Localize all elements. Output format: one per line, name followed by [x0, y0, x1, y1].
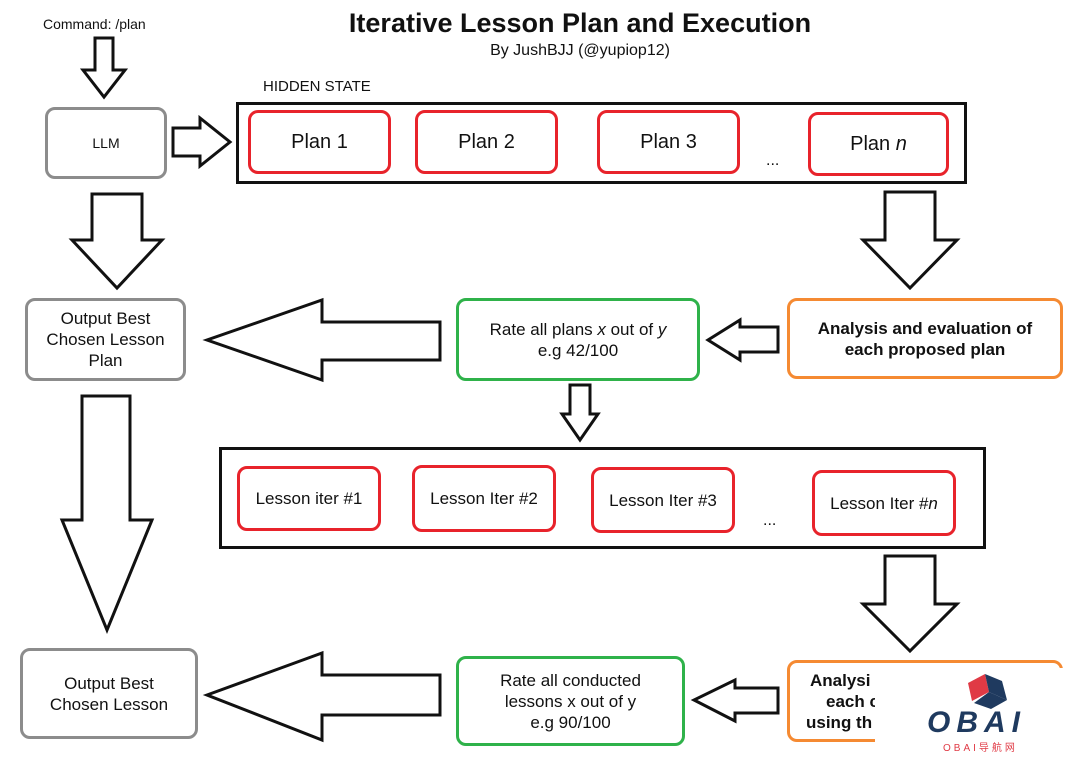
- output-lesson-line: Output Best: [64, 673, 154, 693]
- analysis-line: each proposed plan: [844, 339, 1006, 359]
- rate-plans-line1: Rate all plans x out of y: [490, 319, 667, 340]
- analysis-line: Analysis and evaluation of: [817, 318, 1033, 338]
- watermark-text: OBAI: [927, 706, 1026, 739]
- lesson-label: Lesson Iter #2: [430, 489, 538, 508]
- arrow-down-hidden: [859, 190, 961, 291]
- arrow-left-rate-plans: [705, 317, 780, 363]
- rate-plans-line2: e.g 42/100: [537, 340, 619, 360]
- var-x: x: [597, 319, 606, 339]
- lesson-label: Lesson Iter #: [830, 493, 929, 513]
- hidden-state-label: HIDDEN STATE: [263, 78, 371, 95]
- plan-label: Plan: [850, 132, 896, 155]
- plans-ellipsis: ...: [766, 152, 780, 169]
- output-plan-line: Plan: [88, 351, 123, 370]
- arrow-left-output-plan: [202, 297, 442, 383]
- rate-lessons-line: e.g 90/100: [530, 712, 611, 732]
- plan-label: Plan 2: [458, 130, 515, 153]
- plan-label: Plan 3: [640, 130, 697, 153]
- llm-label: LLM: [92, 134, 120, 151]
- analysis-line: using th: [806, 712, 873, 732]
- arrow-right-llm: [171, 114, 233, 170]
- lessons-container: [219, 447, 986, 549]
- arrow-down-output-plan: [59, 394, 155, 634]
- lesson-box: Lesson Iter #2: [412, 465, 556, 532]
- lesson-label: Lesson iter #1: [255, 489, 363, 508]
- plan-n-variable: n: [895, 132, 907, 155]
- analysis-line: Analysi: [810, 670, 871, 690]
- lesson-box-n: Lesson Iter #n: [812, 470, 956, 536]
- llm-box: LLM: [45, 107, 167, 179]
- cube-logo-icon: [968, 674, 1007, 709]
- lessons-ellipsis: ...: [763, 512, 777, 529]
- output-plan-box: Output Best Chosen Lesson Plan: [25, 298, 186, 381]
- rate-lessons-box: Rate all conducted lessons x out of y e.…: [456, 656, 685, 746]
- analysis-line: each c: [826, 691, 879, 711]
- plan-label: Plan 1: [291, 130, 348, 153]
- analysis-plans-box: Analysis and evaluation of each proposed…: [787, 298, 1063, 379]
- text: out of: [605, 319, 658, 339]
- output-plan-line: Output Best: [60, 309, 151, 328]
- var-y: y: [657, 319, 667, 339]
- arrow-down-command: [79, 36, 129, 100]
- plan-box-n: Plan n: [808, 112, 949, 176]
- arrow-left-rate-lessons: [690, 677, 780, 724]
- arrow-down-llm: [68, 192, 166, 291]
- rate-lessons-line: lessons x out of y: [504, 691, 637, 711]
- arrow-down-rate: [559, 383, 601, 443]
- rate-lessons-line: Rate all conducted: [500, 670, 641, 690]
- text: Rate all plans: [489, 319, 598, 339]
- plan-box: Plan 3: [597, 110, 740, 174]
- arrow-left-output-lesson: [202, 650, 442, 743]
- rate-plans-box: Rate all plans x out of y e.g 42/100: [456, 298, 700, 381]
- diagram-title: Iterative Lesson Plan and Execution: [348, 8, 812, 38]
- arrow-down-lessons: [859, 554, 961, 654]
- watermark-logo: OBAI OBAI导航网: [875, 668, 1080, 759]
- output-lesson-box: Output Best Chosen Lesson: [20, 648, 198, 739]
- output-lesson-line: Chosen Lesson: [49, 694, 169, 714]
- hidden-state-container: [236, 102, 967, 184]
- lesson-box: Lesson iter #1: [237, 466, 381, 531]
- lesson-label: Lesson Iter #3: [609, 490, 717, 510]
- lesson-n-variable: n: [928, 493, 938, 513]
- command-label: Command: /plan: [43, 16, 146, 32]
- diagram-subtitle: By JushBJJ (@yupiop12): [490, 42, 670, 59]
- lesson-box: Lesson Iter #3: [591, 467, 735, 533]
- watermark-subtext: OBAI导航网: [943, 743, 1018, 754]
- plan-box: Plan 2: [415, 110, 558, 174]
- plan-box: Plan 1: [248, 110, 391, 174]
- output-plan-line: Chosen Lesson: [46, 330, 165, 349]
